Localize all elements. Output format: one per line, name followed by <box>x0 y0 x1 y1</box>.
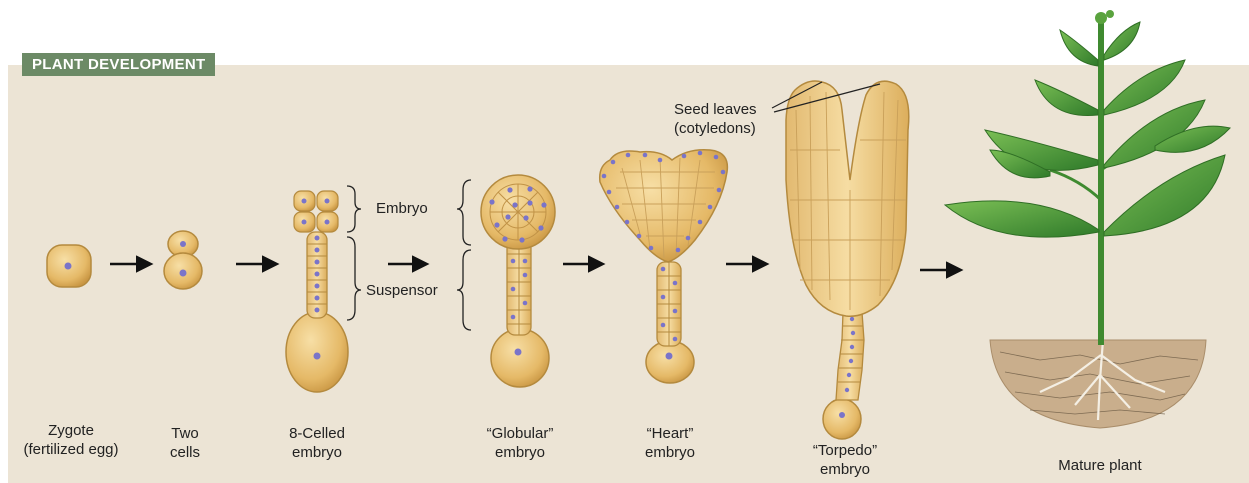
suspensor-label: Suspensor <box>366 282 438 299</box>
stage-caption-line1: “Heart” <box>625 424 715 443</box>
stage-caption-globular: “Globular” embryo <box>470 424 570 462</box>
stage-caption-line1: “Globular” <box>470 424 570 443</box>
embryo-brace-right <box>457 180 471 330</box>
stage-caption-line2: embryo <box>272 443 362 462</box>
stage-caption-line2: embryo <box>795 460 895 479</box>
embryo-label: Embryo <box>376 200 428 217</box>
seed-leaves-label: Seed leaves (cotyledons) <box>674 100 757 138</box>
stage-caption-line1: Two <box>145 424 225 443</box>
seed-leaves-label-line1: Seed leaves <box>674 100 757 119</box>
globular-embryo <box>481 175 555 387</box>
stage-caption-line2: embryo <box>625 443 715 462</box>
eight-celled-embryo <box>286 191 348 392</box>
stage-caption-line2: (fertilized egg) <box>6 440 136 459</box>
stage-caption-heart: “Heart” embryo <box>625 424 715 462</box>
heart-embryo <box>600 150 728 383</box>
stage-caption-line1: Mature plant <box>1035 456 1165 475</box>
stage-caption-eight-celled: 8-Celled embryo <box>272 424 362 462</box>
two-cell-stage <box>164 231 202 289</box>
seed-leaves-label-line2: (cotyledons) <box>674 119 757 138</box>
stage-caption-zygote: Zygote (fertilized egg) <box>6 421 136 459</box>
stage-caption-line1: 8-Celled <box>272 424 362 443</box>
stage-caption-mature-plant: Mature plant <box>1035 456 1165 475</box>
stage-caption-line1: Zygote <box>6 421 136 440</box>
embryo-brace-left <box>347 186 361 320</box>
zygote-cell <box>47 245 91 287</box>
torpedo-embryo <box>786 81 909 439</box>
stage-caption-line1: “Torpedo” <box>795 441 895 460</box>
mature-plant <box>945 10 1230 428</box>
stage-caption-line2: cells <box>145 443 225 462</box>
stage-caption-line2: embryo <box>470 443 570 462</box>
stage-caption-torpedo: “Torpedo” embryo <box>795 441 895 479</box>
stage-caption-two-cells: Two cells <box>145 424 225 462</box>
